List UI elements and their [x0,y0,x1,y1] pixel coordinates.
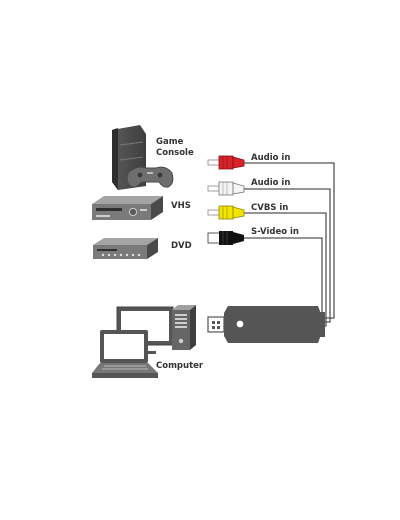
vhs-label: VHS [171,201,191,211]
cable-label-audio-1: Audio in [251,153,291,163]
vhs-player-icon [92,196,163,220]
cable-label-audio-2: Audio in [251,178,291,188]
rca-plug-white [207,181,245,196]
computer-label: Computer [156,361,204,371]
rca-plug-yellow [207,205,245,220]
cable-bundle [244,162,335,331]
gamepad-icon [126,166,174,188]
rca-plug-red [207,155,245,170]
pc-tower-icon [172,305,196,350]
usb-capture-device [207,306,325,343]
dvd-player-icon [93,238,158,259]
s-video-plug [207,231,244,245]
dvd-label: DVD [171,241,192,251]
laptop-icon [92,330,158,378]
cable-label-s-video: S-Video in [251,227,299,237]
cable-label-cvbs: CVBS in [251,203,289,213]
game-console-label: Game Console [156,137,194,158]
